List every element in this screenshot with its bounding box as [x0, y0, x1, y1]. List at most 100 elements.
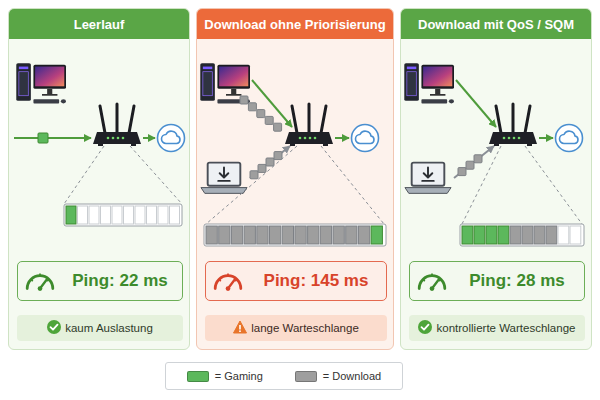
- download-packet: [274, 123, 282, 131]
- queue-slot: [358, 226, 369, 244]
- flow-arrow: [539, 137, 553, 139]
- ping-value: Ping: 145 ms: [264, 271, 369, 291]
- queue-slot: [486, 226, 497, 244]
- queue-slot: [371, 226, 382, 244]
- scenario-panel: LeerlaufPing: 22 ms kaum Auslastung: [8, 8, 190, 350]
- scenario-panel: Download ohne PriorisierungPing: 145 ms l…: [196, 8, 394, 350]
- queue-slot: [474, 226, 485, 244]
- flow-arrow: [335, 137, 349, 139]
- queue-slot: [66, 206, 76, 224]
- gauge-icon: [419, 274, 445, 291]
- queue-slot: [135, 206, 145, 224]
- queue-frame: [64, 204, 182, 226]
- flow-arrow: [252, 80, 292, 127]
- gaming-pc: [16, 63, 66, 103]
- status-text: lange Warteschlange: [251, 322, 359, 334]
- gaming-pc: [404, 63, 454, 103]
- queue-slot: [158, 206, 168, 224]
- queue-slot: [270, 226, 281, 244]
- queue-slot: [170, 206, 180, 224]
- queue-frame: [204, 224, 386, 246]
- status-text: kaum Auslastung: [65, 322, 153, 334]
- panel-heading: Download mit QoS / SQM: [401, 9, 591, 39]
- queue-slot: [219, 226, 230, 244]
- queue-slot: [257, 226, 268, 244]
- panel-heading: Download ohne Priorisierung: [197, 9, 393, 39]
- queue-slot: [308, 226, 319, 244]
- queue-frame: [460, 224, 584, 246]
- panel-heading: Leerlauf: [9, 9, 189, 39]
- queue-slot: [282, 226, 293, 244]
- ping-box: Ping: 22 ms: [17, 261, 183, 301]
- download-packet: [240, 96, 248, 104]
- gaming-packet: [38, 133, 48, 143]
- status-text: kontrollierte Warteschlange: [437, 322, 576, 334]
- download-packet: [458, 168, 466, 176]
- ping-value: Ping: 28 ms: [469, 271, 564, 291]
- legend-swatch: [295, 371, 317, 382]
- queue-slot: [206, 226, 217, 244]
- download-packet: [266, 158, 274, 166]
- status-box: kontrollierte Warteschlange: [409, 315, 585, 341]
- queue-slot: [522, 226, 533, 244]
- zoom-lines: [462, 146, 582, 224]
- queue-slot: [244, 226, 255, 244]
- queue-slot: [320, 226, 331, 244]
- download-packet: [248, 103, 256, 111]
- queue-slot: [231, 226, 242, 244]
- download-packet: [250, 171, 258, 179]
- queue-slot: [546, 226, 557, 244]
- queue-slot: [558, 226, 569, 244]
- router: [93, 104, 141, 146]
- flow-arrow: [14, 137, 91, 139]
- check-icon: [418, 320, 432, 334]
- queue-slot: [534, 226, 545, 244]
- download-packet: [274, 152, 282, 160]
- ping-box: Ping: 145 ms: [205, 261, 387, 301]
- router: [285, 104, 333, 146]
- router: [489, 104, 537, 146]
- warning-icon: [234, 321, 247, 333]
- status-box: kaum Auslastung: [17, 315, 183, 341]
- queue-slot: [295, 226, 306, 244]
- legend-box: = Gaming = Download: [165, 362, 403, 390]
- ping-box: Ping: 28 ms: [409, 261, 585, 301]
- queue-slot: [124, 206, 134, 224]
- ping-value: Ping: 22 ms: [72, 271, 167, 291]
- flow-arrow: [250, 146, 290, 178]
- internet-cloud: [352, 125, 379, 152]
- scenario-panel: Download mit QoS / SQM Ping: 28 ms kontrol…: [400, 8, 592, 350]
- queue-slot: [147, 206, 157, 224]
- zoom-lines: [64, 146, 182, 204]
- flow-arrow: [454, 146, 494, 178]
- queue-slot: [333, 226, 344, 244]
- flow-arrow: [143, 137, 155, 139]
- queue-slot: [510, 226, 521, 244]
- check-icon: [47, 320, 61, 334]
- gauge-icon: [215, 274, 241, 291]
- gaming-pc: [200, 63, 250, 103]
- download-packet: [257, 110, 265, 118]
- download-packet: [466, 161, 474, 169]
- legend-entry: = Download: [295, 370, 381, 382]
- legend-label: = Download: [323, 370, 381, 382]
- queue-slot: [112, 206, 122, 224]
- flow-arrow: [456, 80, 496, 127]
- zoom-lines: [206, 146, 384, 224]
- queue-slot: [101, 206, 111, 224]
- queue-slot: [78, 206, 88, 224]
- internet-cloud: [556, 125, 583, 152]
- internet-cloud: [158, 125, 185, 152]
- download-packet: [258, 164, 266, 172]
- queue-slot: [346, 226, 357, 244]
- download-packet: [265, 116, 273, 124]
- download-laptop: [405, 163, 451, 194]
- queue-slot: [498, 226, 509, 244]
- gauge-icon: [27, 274, 53, 291]
- legend-entry: = Gaming: [187, 370, 263, 382]
- status-box: lange Warteschlange: [205, 315, 387, 341]
- legend-label: = Gaming: [215, 370, 263, 382]
- download-laptop: [201, 163, 247, 194]
- queue-slot: [570, 226, 581, 244]
